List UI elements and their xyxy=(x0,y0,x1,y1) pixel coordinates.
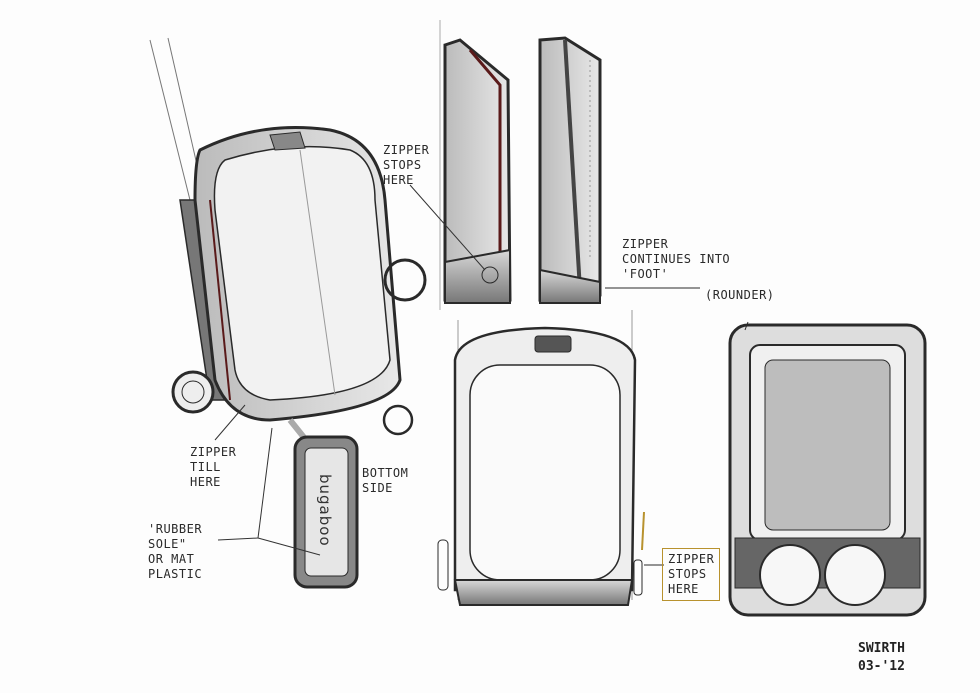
brand-logo: bugaboo xyxy=(316,474,334,547)
front-view xyxy=(437,310,664,606)
bottom-sole-view xyxy=(293,435,359,589)
annotation-rounder: (ROUNDER) xyxy=(705,288,775,302)
annotation-bottom-side: BOTTOM SIDE xyxy=(362,466,409,495)
annotation-zipper-stops-side: ZIPPER STOPS HERE xyxy=(383,143,430,187)
leader-lines xyxy=(214,184,486,556)
annotation-zipper-stops-front: ZIPPER STOPS HERE xyxy=(662,548,721,601)
signature: SWIRTH 03-'12 xyxy=(858,641,905,674)
annotation-zipper-till-here: ZIPPER TILL HERE xyxy=(190,445,237,489)
annotation-rubber-sole: 'RUBBER SOLE" OR MAT PLASTIC xyxy=(148,522,203,581)
perspective-view xyxy=(149,37,414,447)
side-view-1 xyxy=(383,20,512,310)
bottom-view xyxy=(728,321,927,617)
side-view-2 xyxy=(538,36,700,304)
annotation-zipper-continues-foot: ZIPPER CONTINUES INTO 'FOOT' xyxy=(622,237,731,281)
